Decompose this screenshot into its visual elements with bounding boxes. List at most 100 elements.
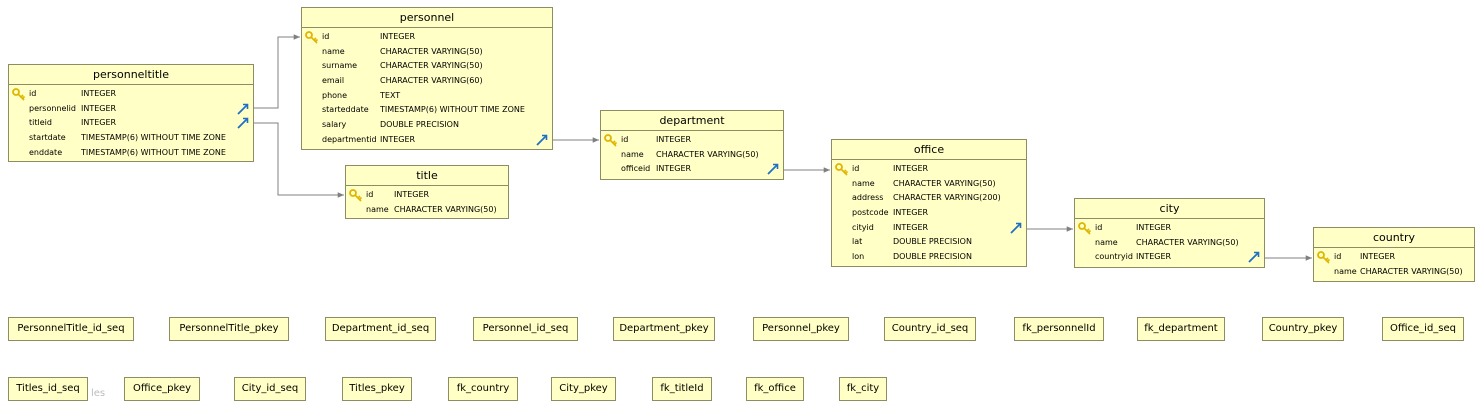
column-row[interactable]: enddate TIMESTAMP(6) WITHOUT TIME ZONE [9, 146, 253, 161]
primary-key-icon [835, 163, 849, 176]
table-title: personneltitle [9, 65, 253, 85]
column-type: INTEGER [656, 164, 692, 174]
column-name: personnelid [29, 103, 76, 113]
column-name: id [366, 190, 374, 199]
column-type: TIMESTAMP(6) WITHOUT TIME ZONE [81, 147, 226, 157]
column-name: startdate [29, 133, 66, 143]
table-title: department [601, 111, 783, 131]
object-box[interactable]: City_id_seq [234, 377, 306, 401]
column-name: name [621, 149, 644, 159]
object-box[interactable]: fk_office [746, 377, 804, 401]
column-row[interactable]: name CHARACTER VARYING(50) [1075, 236, 1264, 251]
object-box[interactable]: Country_pkey [1262, 317, 1344, 341]
object-box[interactable]: Department_pkey [613, 317, 715, 341]
column-type: INTEGER [893, 164, 929, 173]
object-box[interactable]: fk_department [1137, 317, 1225, 341]
column-name: lat [852, 237, 863, 247]
object-box[interactable]: Office_pkey [124, 377, 200, 401]
object-box[interactable]: Personnel_id_seq [473, 317, 578, 341]
column-name: salary [322, 120, 347, 130]
foreign-key-icon [1248, 251, 1260, 264]
foreign-key-icon [237, 103, 249, 115]
column-type: INTEGER [1360, 252, 1396, 261]
column-name: lon [852, 252, 865, 262]
column-type: INTEGER [380, 134, 416, 144]
object-box[interactable]: fk_personnelId [1014, 317, 1104, 341]
column-type: INTEGER [893, 208, 929, 218]
column-name: enddate [29, 147, 63, 157]
object-box[interactable]: fk_city [839, 377, 887, 401]
column-type: CHARACTER VARYING(50) [1136, 237, 1239, 247]
column-type: CHARACTER VARYING(50) [656, 149, 759, 159]
primary-key-icon [1078, 222, 1092, 235]
column-name: departmentid [322, 134, 377, 144]
foreign-key-icon [237, 117, 249, 130]
object-box[interactable]: PersonnelTitle_id_seq [8, 317, 134, 341]
column-name: id [29, 89, 37, 98]
object-box[interactable]: Titles_pkey [342, 377, 412, 401]
column-name: id [1334, 252, 1342, 261]
column-name: phone [322, 90, 348, 100]
object-box[interactable]: PersonnelTitle_pkey [169, 317, 289, 341]
column-name: countryid [1095, 252, 1133, 262]
link-personneltitle-title [254, 122, 344, 198]
column-row[interactable]: lat DOUBLE PRECISION [832, 235, 1026, 250]
column-type: INTEGER [394, 190, 430, 199]
column-row[interactable]: name CHARACTER VARYING(50) [601, 148, 783, 163]
object-box[interactable]: fk_country [448, 377, 518, 401]
column-type: INTEGER [893, 222, 929, 232]
column-row[interactable]: surname CHARACTER VARYING(50) [302, 59, 552, 74]
table-title: title [346, 166, 508, 186]
column-row[interactable]: id INTEGER [346, 188, 508, 203]
column-name: name [1095, 237, 1118, 247]
column-name: id [1095, 223, 1103, 232]
foreign-key-icon [767, 163, 779, 176]
object-box[interactable]: Office_id_seq [1382, 317, 1464, 341]
column-name: surname [322, 61, 358, 71]
object-box[interactable]: Titles_id_seq [8, 377, 88, 401]
column-type: DOUBLE PRECISION [893, 237, 972, 247]
column-name: starteddate [322, 105, 369, 115]
column-row[interactable]: id INTEGER [1314, 250, 1474, 265]
column-type: CHARACTER VARYING(50) [893, 178, 996, 188]
link-personneltitle-personnel [254, 34, 300, 109]
column-type: CHARACTER VARYING(50) [380, 61, 483, 71]
object-box[interactable]: Country_id_seq [884, 317, 976, 341]
column-name: id [621, 135, 629, 144]
object-box[interactable]: City_pkey [551, 377, 616, 401]
column-name: id [322, 32, 330, 41]
object-box[interactable]: Department_id_seq [325, 317, 436, 341]
object-box[interactable]: fk_titleId [652, 377, 712, 401]
object-box[interactable]: Personnel_pkey [753, 317, 849, 341]
